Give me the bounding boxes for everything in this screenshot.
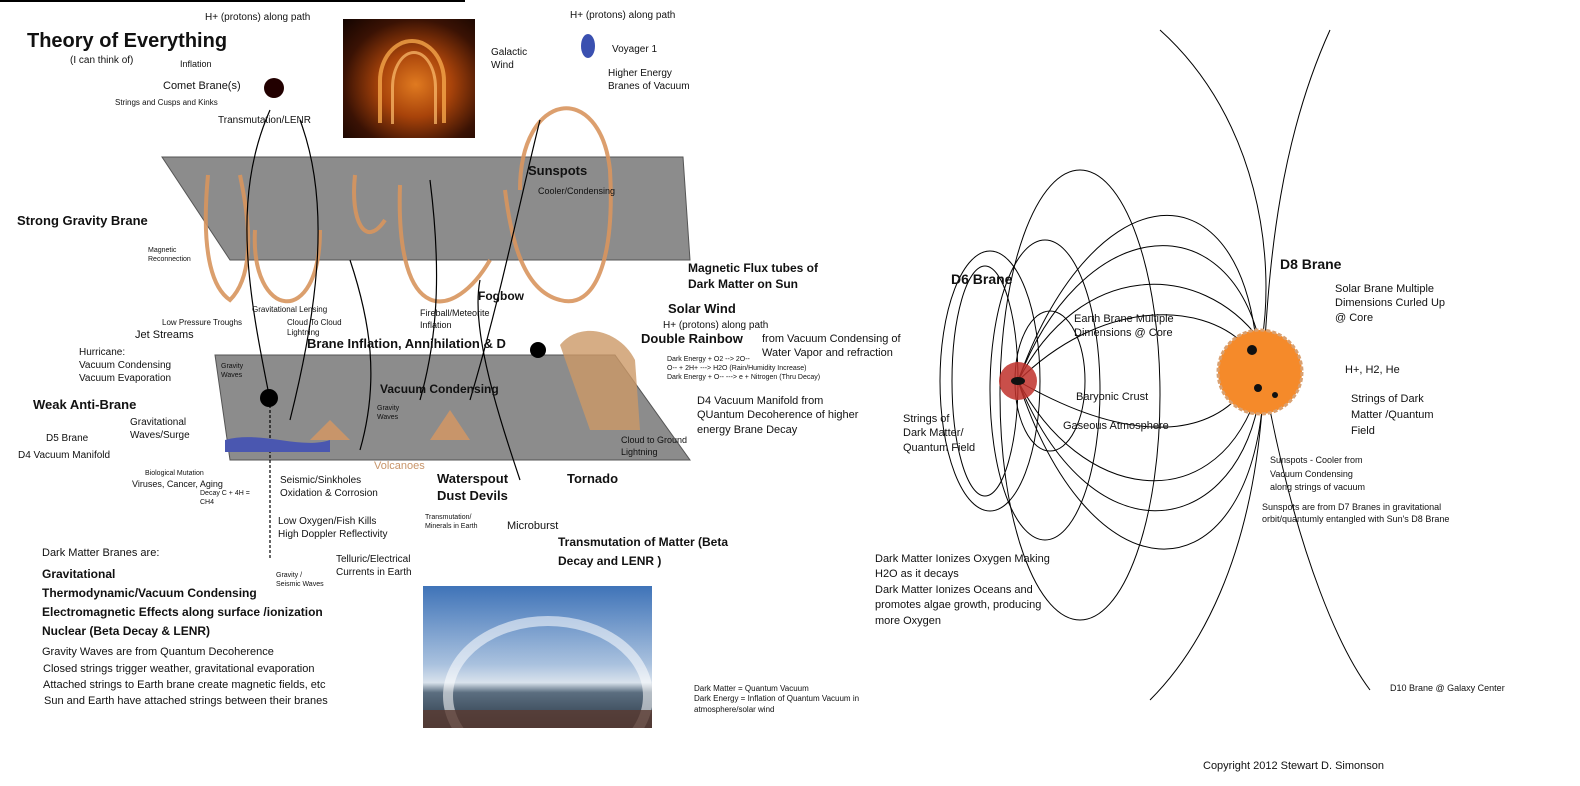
string-lines [246, 109, 541, 560]
label-brane-inflation: Brane Inflation, Annihilation & D [307, 336, 506, 351]
label-sunspots-cooler: Sunspots - Cooler from Vacuum Condensing… [1270, 455, 1366, 492]
label-inflation: Inflation [180, 59, 212, 69]
label-transmutation-minerals: Transmutation/ Minerals in Earth [425, 514, 478, 531]
label-solar-wind: Solar Wind [668, 301, 736, 316]
solar-loops-photo [343, 19, 475, 138]
earth-core [1011, 377, 1025, 385]
volcano-shape [310, 420, 350, 440]
label-fireball: Fireball/Meteorite Inflation [420, 308, 490, 330]
label-waterspout: Waterspout Dust Devils [437, 471, 509, 503]
label-protons-right: H+ (protons) along path [570, 10, 676, 21]
sun-brane [1216, 328, 1304, 416]
branes-note: Gravity Waves are from Quantum Decoheren… [42, 646, 274, 658]
subtitle: (I can think of) [70, 55, 134, 66]
label-microburst: Microburst [507, 520, 559, 532]
label-d10-brane: D10 Brane @ Galaxy Center [1390, 683, 1505, 693]
volcano-shape [430, 410, 470, 440]
definitions: Dark Matter = Quantum Vacuum Dark Energy… [694, 684, 860, 714]
branes-list-item: Nuclear (Beta Decay & LENR) [42, 624, 211, 638]
label-comet-branes: Comet Brane(s) [163, 80, 241, 92]
label-strings-sun: Strings of Dark Matter /Quantum Field [1351, 393, 1434, 437]
black-hole-marker [530, 342, 546, 358]
label-strong-gravity-brane: Strong Gravity Brane [17, 213, 148, 228]
label-fogbow: Fogbow [478, 289, 524, 303]
label-strings-cusps: Strings and Cusps and Kinks [115, 98, 218, 107]
label-gravity-seismic: Gravity / Seismic Waves [276, 572, 324, 589]
label-sunspots: Sunspots [528, 163, 588, 178]
label-vacuum-condensing: Vacuum Condensing [380, 382, 499, 396]
label-d4-vacuum-manifold: D4 Vacuum Manifold [18, 450, 111, 461]
label-cloud-ground: Cloud to Ground Lightning [621, 435, 688, 457]
branes-note: Sun and Earth have attached strings betw… [44, 695, 328, 707]
page-title: Theory of Everything [27, 30, 228, 52]
label-gaseous-atmosphere: Gaseous Atmosphere [1063, 420, 1169, 432]
label-low-oxygen: Low Oxygen/Fish Kills High Doppler Refle… [278, 516, 388, 540]
label-galactic-wind: Galactic Wind [491, 47, 528, 71]
sunspot [1272, 392, 1278, 398]
label-flux-tubes: Magnetic Flux tubes of Dark Matter on Su… [688, 261, 819, 291]
branes-list-item: Gravitational [42, 567, 116, 581]
branes-list-item: Thermodynamic/Vacuum Condensing [42, 586, 257, 600]
label-strings-earth: Strings of Dark Matter/ Quantum Field [903, 413, 976, 454]
label-decay-ch4: Decay C + 4H = CH4 [200, 490, 250, 507]
branes-note: Attached strings to Earth brane create m… [43, 679, 326, 691]
label-cloud-cloud: Cloud To Cloud Lightning [287, 318, 342, 338]
label-gravity-waves-1: Gravity Waves [221, 363, 244, 380]
field-lines [939, 29, 1371, 701]
label-tornado: Tornado [567, 471, 619, 486]
label-baryonic-crust: Baryonic Crust [1076, 391, 1149, 403]
black-hole-marker [260, 389, 278, 407]
label-rainbow-desc: from Vacuum Condensing of Water Vapor an… [762, 333, 901, 360]
label-low-pressure: Low Pressure Troughs [162, 318, 243, 327]
label-protons-left: H+ (protons) along path [205, 12, 311, 23]
label-d8-brane: D8 Brane [1280, 256, 1342, 272]
comet-brane-marker [264, 78, 284, 98]
branes-list-heading: Dark Matter Branes are: [42, 547, 160, 559]
copyright: Copyright 2012 Stewart D. Simonson [1203, 760, 1384, 772]
label-grav-waves-surge: Gravitational Waves/Surge [130, 417, 190, 441]
label-volcanoes: Volcanoes [374, 460, 425, 472]
branes-list-item: Electromagnetic Effects along surface /i… [42, 605, 323, 619]
label-cooler: Cooler/Condensing [538, 186, 616, 196]
label-grav-lensing: Gravitational Lensing [252, 305, 328, 314]
label-ionizes: Dark Matter Ionizes Oxygen Making H2O as… [875, 553, 1050, 627]
label-gravity-waves-2: Gravity Waves [377, 405, 400, 422]
label-viruses: Viruses, Cancer, Aging [132, 479, 223, 489]
label-d4-manifold-desc: D4 Vacuum Manifold from QUantum Decohere… [697, 395, 859, 436]
label-equations: Dark Energy + O2 --> 2O-- O-- + 2H+ --->… [667, 356, 821, 382]
label-d6-brane: D6 Brane [951, 271, 1013, 287]
label-voyager: Voyager 1 [612, 44, 658, 55]
label-h-h2-he: H+, H2, He [1345, 364, 1400, 376]
sunspot [1247, 345, 1257, 355]
label-double-rainbow: Double Rainbow [641, 331, 743, 346]
voyager-marker [581, 34, 595, 58]
double-rainbow-shape [560, 330, 640, 430]
label-magnetic-reconnection: Magnetic Reconnection [148, 247, 191, 264]
magnetic-flux-tubes [203, 106, 613, 304]
label-seismic: Seismic/Sinkholes Oxidation & Corrosion [280, 475, 378, 499]
label-higher-energy: Higher Energy Branes of Vacuum [608, 68, 690, 92]
sunspot [1254, 384, 1262, 392]
fogbow-photo [423, 586, 652, 728]
label-bio-mutation: Biological Mutation [145, 470, 204, 477]
label-telluric: Telluric/Electrical Currents in Earth [336, 554, 412, 578]
label-solar-brane: Solar Brane Multiple Dimensions Curled U… [1335, 283, 1446, 324]
label-protons-solar-wind: H+ (protons) along path [663, 320, 769, 331]
label-sunspots-d7: Sunspots are from D7 Branes in gravitati… [1262, 502, 1450, 524]
branes-note: Closed strings trigger weather, gravitat… [43, 663, 315, 675]
label-d5-brane: D5 Brane [46, 433, 89, 444]
label-transmutation-lenr: Transmutation/LENR [218, 115, 311, 126]
label-earth-brane: Earth Brane Multiple Dimensions @ Core [1074, 313, 1174, 340]
label-transmutation-matter: Transmutation of Matter (Beta Decay and … [558, 535, 729, 568]
label-hurricane: Hurricane: Vacuum Condensing Vacuum Evap… [79, 347, 172, 384]
ocean-shape [225, 437, 330, 452]
label-jet-streams: Jet Streams [135, 329, 194, 341]
label-weak-anti-brane: Weak Anti-Brane [33, 397, 137, 412]
